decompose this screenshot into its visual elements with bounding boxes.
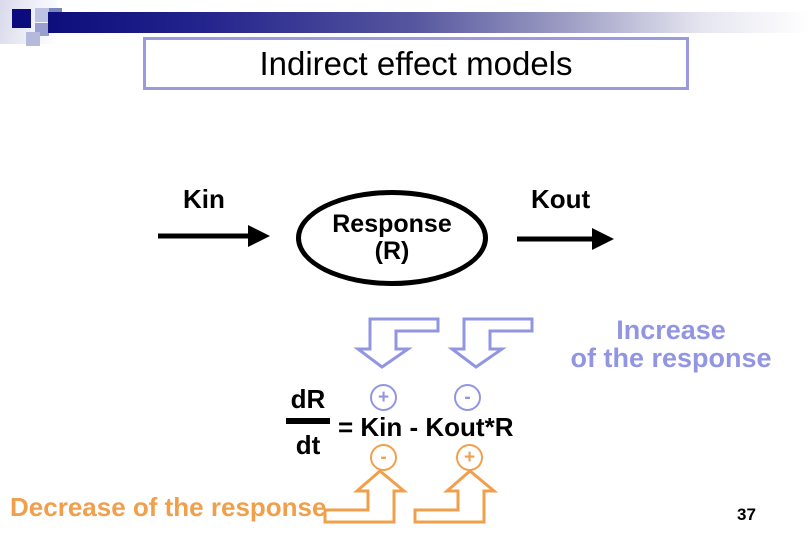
decrease-annotation: Decrease of the response (10, 492, 327, 522)
decoration-square (35, 8, 49, 22)
increase-line2: of the response (570, 343, 772, 373)
increase-line1: Increase (616, 315, 726, 345)
response-ellipse: Response (R) (296, 190, 488, 286)
response-label-line1: Response (332, 209, 452, 238)
bent-arrow-up-icon (323, 469, 409, 524)
sign-glyph: + (377, 386, 390, 408)
derivative-fraction: dR dt (284, 384, 332, 461)
decoration-square (12, 9, 31, 28)
sign-glyph: - (464, 386, 471, 408)
bent-arrow-down-icon (447, 317, 534, 369)
minus-circle-badge: - (454, 384, 481, 411)
fraction-bar (286, 418, 330, 424)
right-arrow-icon (158, 225, 270, 247)
fraction-denominator: dt (295, 430, 321, 460)
decoration-square (26, 32, 40, 46)
minus-circle-badge: - (370, 444, 397, 471)
sign-glyph: - (380, 446, 387, 468)
header-gradient-bar (48, 12, 810, 33)
equation-expression: = Kin - Kout*R (338, 412, 514, 442)
fraction-numerator: dR (290, 384, 326, 414)
bent-arrow-up-icon (413, 469, 499, 524)
kin-label: Kin (183, 184, 225, 214)
page-number: 37 (737, 505, 756, 524)
sign-glyph: + (463, 446, 476, 468)
slide-title-box: Indirect effect models (143, 37, 689, 90)
response-label-line2: (R) (374, 237, 410, 265)
slide-title: Indirect effect models (259, 44, 573, 82)
right-arrow-icon (517, 228, 614, 250)
bent-arrow-down-icon (353, 317, 440, 369)
increase-annotation: Increase of the response (545, 316, 797, 372)
kout-label: Kout (531, 184, 591, 214)
plus-circle-badge: + (370, 384, 397, 411)
corner-decoration (0, 0, 62, 46)
